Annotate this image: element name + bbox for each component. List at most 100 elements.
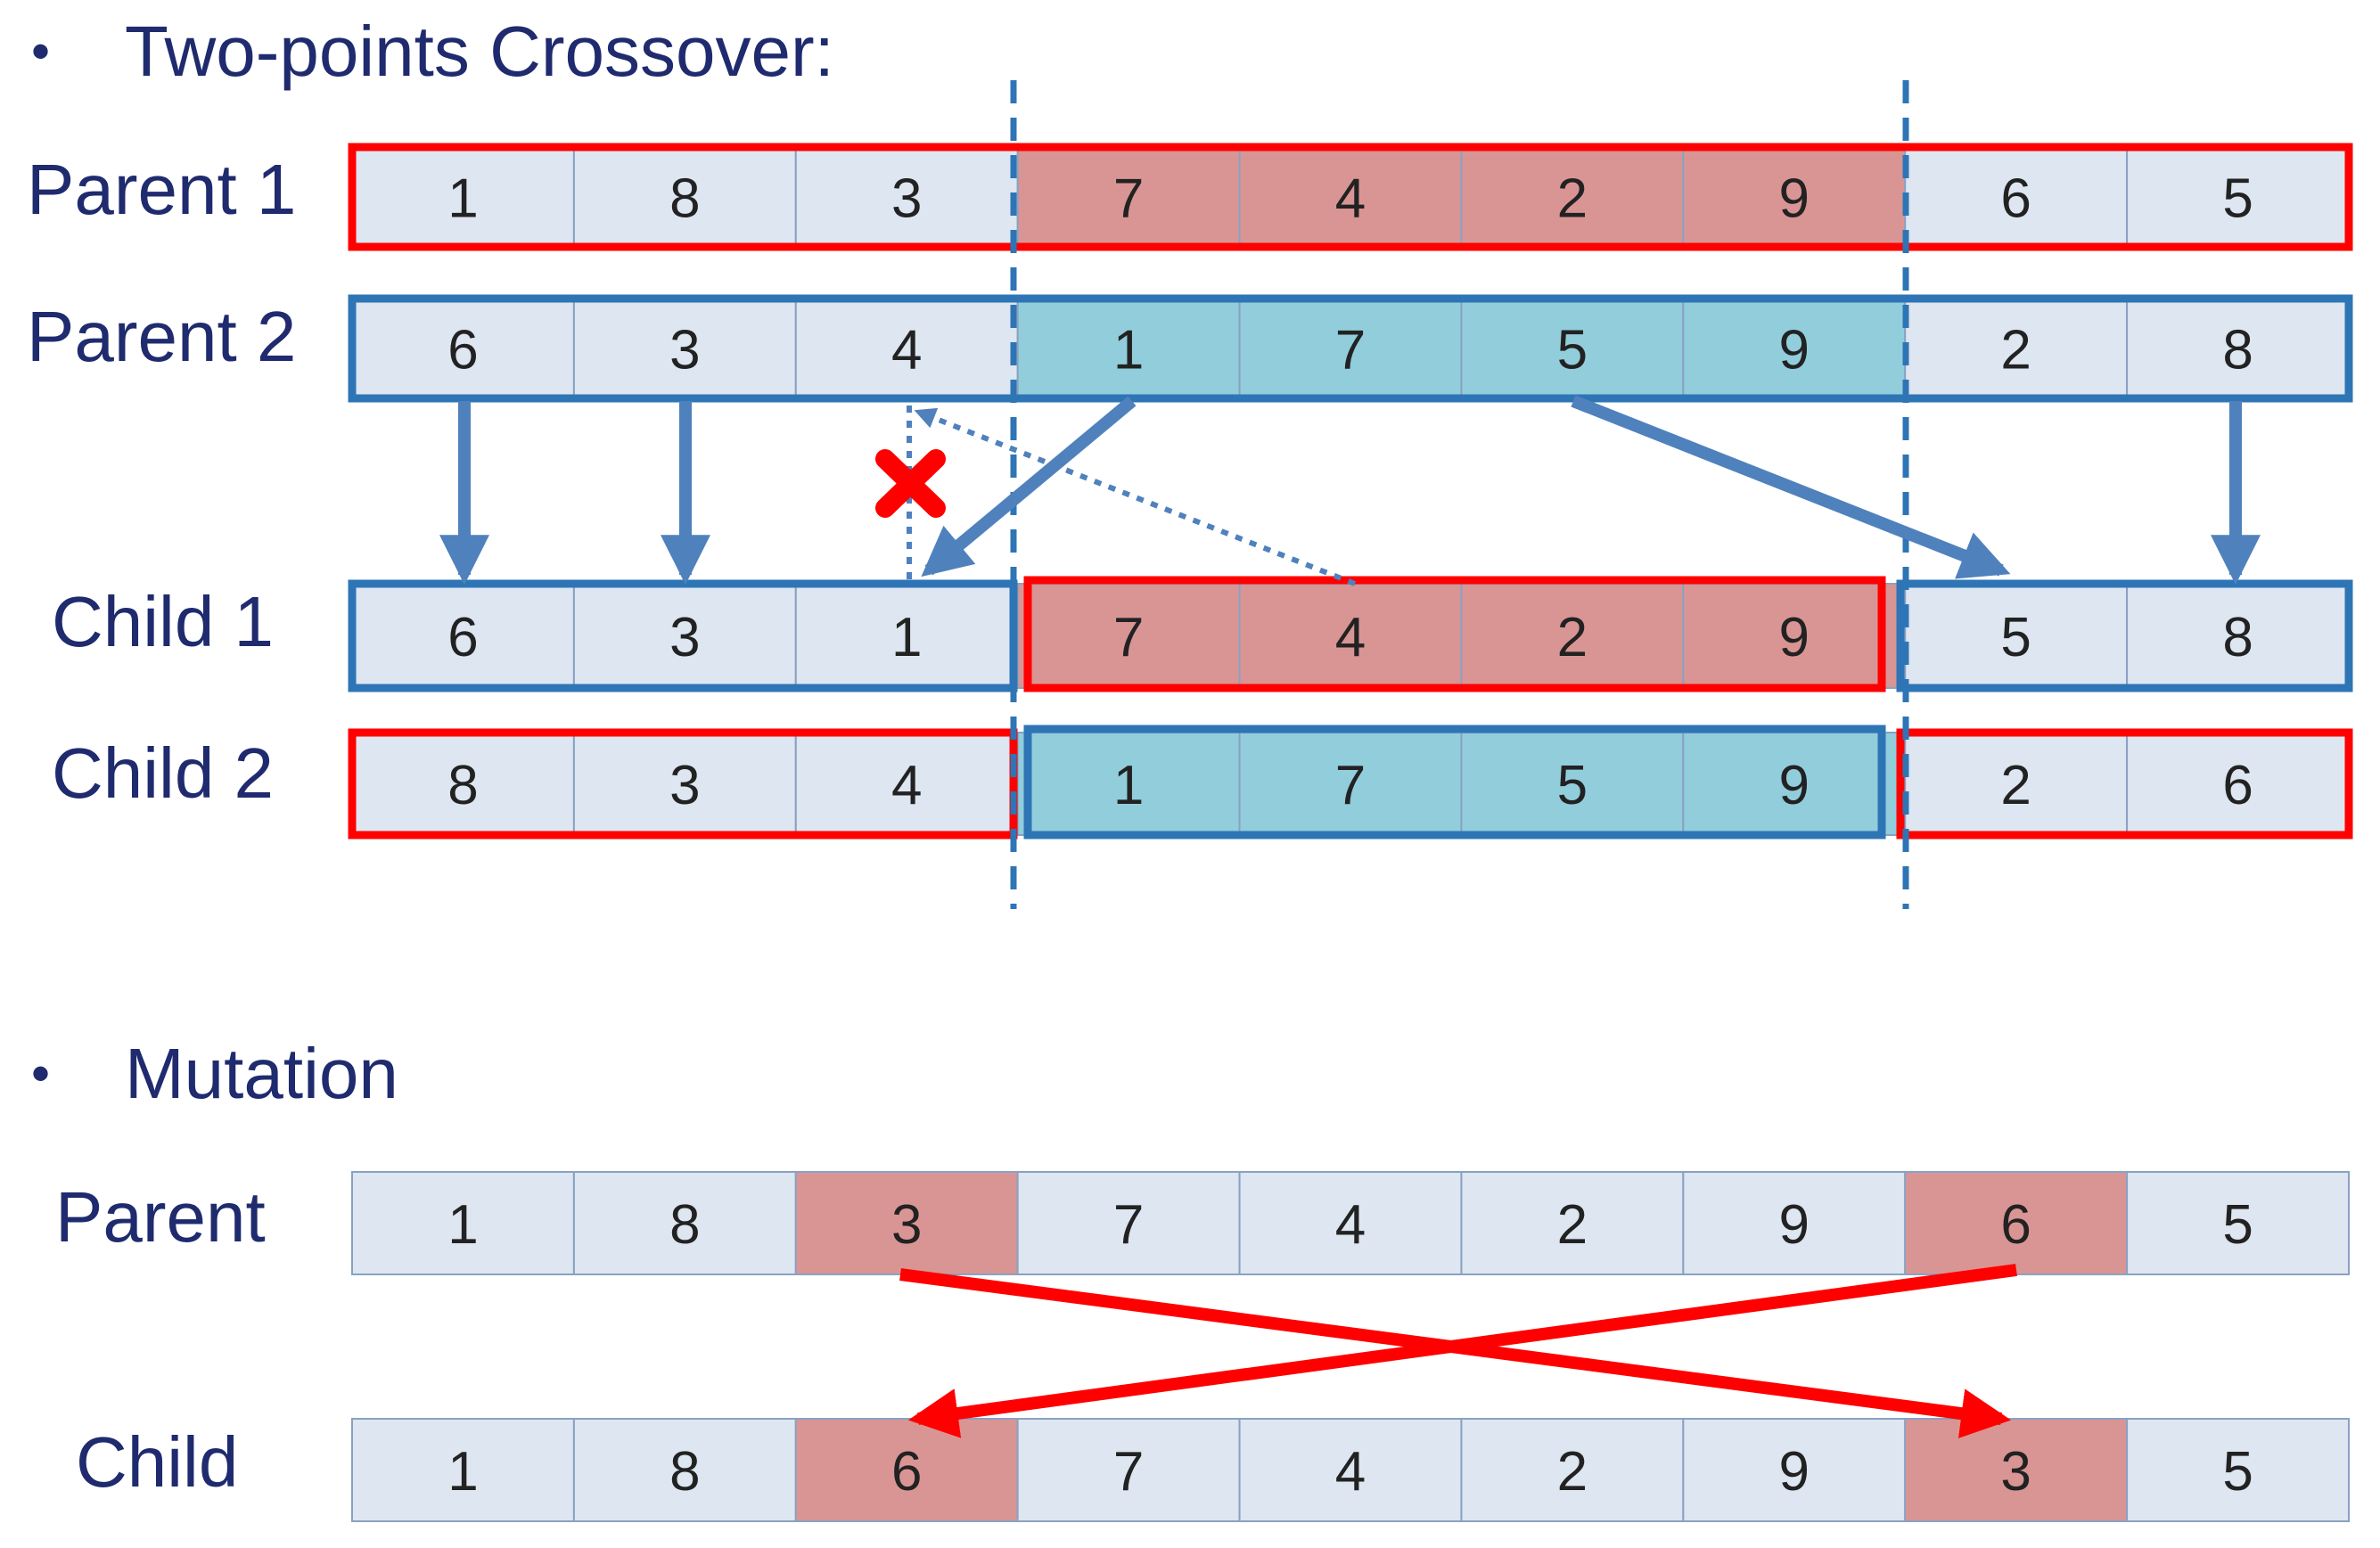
parent2-cell-3 [794, 298, 1019, 399]
mutation-child-gene-3: 6 [891, 1441, 922, 1503]
parent2-cell-1 [351, 298, 575, 399]
parent1-gene-3: 3 [891, 168, 922, 230]
parent1-gene-5: 4 [1335, 168, 1366, 230]
arrow-gene-1 [921, 396, 1137, 577]
mutation-parent-label: Parent [55, 1177, 266, 1257]
parent2-gene-3: 4 [891, 320, 922, 381]
child2-label: Child 2 [52, 733, 274, 813]
parent2-gene-8: 2 [2000, 320, 2031, 381]
mutation-child-gene-7: 9 [1779, 1441, 1810, 1503]
child2-gene-4: 1 [1113, 755, 1144, 816]
parent2-gene-1: 6 [447, 320, 478, 381]
mutation-parent-cell-8 [1904, 1171, 2129, 1275]
mutation-parent-gene-9: 5 [2222, 1194, 2253, 1256]
parent2-gene-7: 9 [1779, 320, 1810, 381]
child1-cell-2 [572, 583, 797, 689]
parent2-gene-2: 3 [669, 320, 700, 381]
mutation-parent-cell-7 [1682, 1171, 1907, 1275]
child2-gene-1: 8 [447, 755, 478, 816]
child2-cell-1 [351, 732, 575, 836]
child2-gene-9: 6 [2222, 755, 2253, 816]
mutation-child-gene-9: 5 [2222, 1441, 2253, 1503]
mutation-parent-gene-4: 7 [1113, 1194, 1144, 1256]
child1-gene-9: 8 [2222, 607, 2253, 668]
child1-cell-7 [1682, 583, 1907, 689]
child1-middle-outline [1023, 576, 1886, 692]
parent1-label: Parent 1 [27, 150, 296, 229]
mutation-parent-cell-5 [1238, 1171, 1463, 1275]
parent1-cell-5 [1238, 146, 1463, 248]
child1-gene-6: 2 [1557, 607, 1588, 668]
mutation-child-cell-9 [2126, 1418, 2350, 1522]
child1-label: Child 1 [52, 582, 274, 661]
mutation-child-cell-2 [572, 1418, 797, 1522]
mutation-parent-gene-3: 3 [891, 1194, 922, 1256]
mutation-child-gene-8: 3 [2000, 1441, 2031, 1503]
mutation-bullet: • [31, 1044, 50, 1103]
mutation-child-cell-1 [351, 1418, 575, 1522]
conflict-dotted-diagonal [914, 407, 1357, 586]
mutation-title: Mutation [125, 1034, 398, 1113]
child2-cell-9 [2126, 732, 2350, 836]
child1-gene-2: 3 [669, 607, 700, 668]
parent2-label: Parent 2 [27, 297, 296, 376]
mutation-child-cell-7 [1682, 1418, 1907, 1522]
mutation-child-gene-2: 8 [669, 1441, 700, 1503]
mutation-parent-gene-8: 6 [2000, 1194, 2031, 1256]
parent1-gene-7: 9 [1779, 168, 1810, 230]
parent1-cell-6 [1460, 146, 1685, 248]
child2-gene-8: 2 [2000, 755, 2031, 816]
child1-gene-1: 6 [447, 607, 478, 668]
child1-gene-8: 5 [2000, 607, 2031, 668]
child1-cell-1 [351, 583, 575, 689]
mutation-child-label: Child [76, 1422, 238, 1502]
child1-right-outline [1896, 579, 2353, 692]
child1-gene-7: 9 [1779, 607, 1810, 668]
parent2-gene-5: 7 [1335, 320, 1366, 381]
child1-cell-3 [794, 583, 1019, 689]
parent1-cell-4 [1016, 146, 1241, 248]
mutation-child-cell-3 [794, 1418, 1019, 1522]
mutation-parent-gene-2: 8 [669, 1194, 700, 1256]
child1-gene-5: 4 [1335, 607, 1366, 668]
child2-gene-2: 3 [669, 755, 700, 816]
mutation-child-cell-5 [1238, 1418, 1463, 1522]
reject-x-icon [875, 449, 946, 518]
child1-cell-5 [1238, 583, 1463, 689]
mutation-parent-gene-7: 9 [1779, 1194, 1810, 1256]
parent2-cell-9 [2126, 298, 2350, 399]
child2-right-outline [1896, 728, 2353, 840]
swap-arrow-6-to-left [907, 1264, 2017, 1438]
child1-chromosome: 6 3 1 7 4 2 9 5 8 [351, 583, 2350, 689]
crossover-title: Two-points Crossover: [125, 12, 834, 91]
child2-gene-7: 9 [1779, 755, 1810, 816]
child2-cell-8 [1904, 732, 2129, 836]
parent2-cell-4 [1016, 298, 1241, 399]
parent1-gene-4: 7 [1113, 168, 1144, 230]
child2-middle-outline [1023, 725, 1886, 840]
parent2-outline [348, 294, 2353, 403]
mutation-parent-gene-6: 2 [1557, 1194, 1588, 1256]
mutation-child-cell-4 [1016, 1418, 1241, 1522]
child1-gene-3: 1 [891, 607, 922, 668]
mutation-parent-cell-6 [1460, 1171, 1685, 1275]
child1-gene-4: 7 [1113, 607, 1144, 668]
mutation-parent-gene-1: 1 [447, 1194, 478, 1256]
parent1-cell-1 [351, 146, 575, 248]
mutation-parent-cell-2 [572, 1171, 797, 1275]
mutation-parent-cell-3 [794, 1171, 1019, 1275]
mutation-child-gene-4: 7 [1113, 1441, 1144, 1503]
child2-gene-3: 4 [891, 755, 922, 816]
crossover-bullet: • [31, 21, 50, 81]
mutation-child-cell-6 [1460, 1418, 1685, 1522]
parent1-outline [348, 143, 2353, 251]
parent2-gene-6: 5 [1557, 320, 1588, 381]
parent1-gene-9: 5 [2222, 168, 2253, 230]
child2-left-outline [348, 728, 1018, 840]
mutation-child-gene-1: 1 [447, 1441, 478, 1503]
